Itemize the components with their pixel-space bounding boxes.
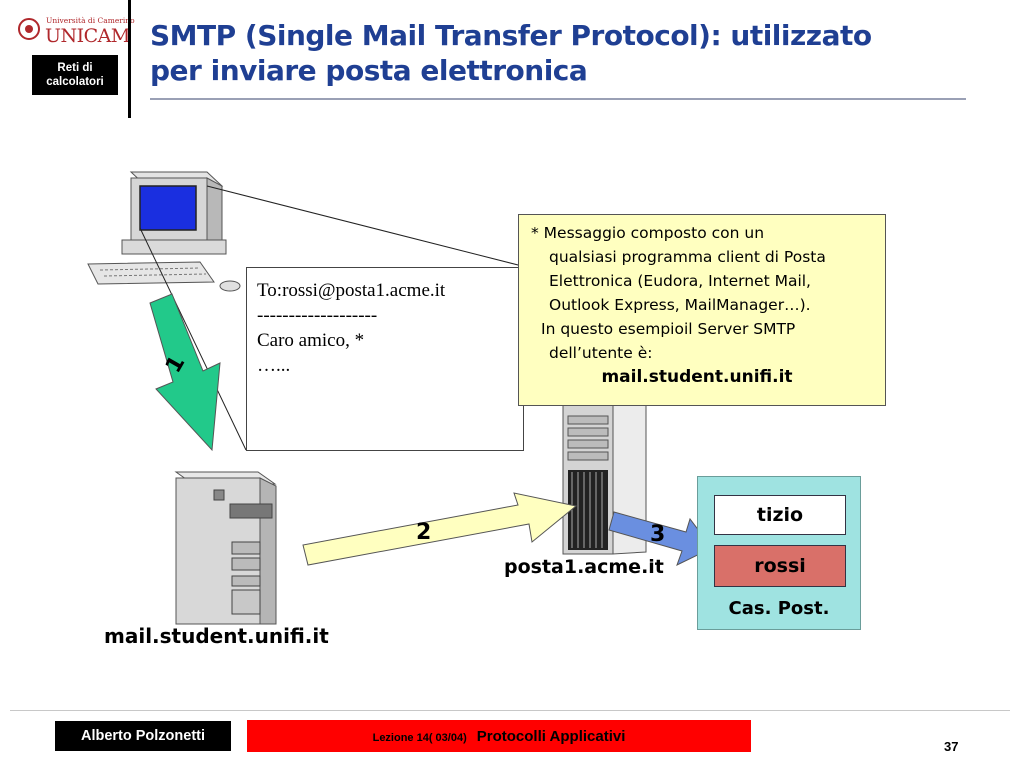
logo-university-text: Università di Camerino: [46, 16, 135, 25]
client-computer-icon: [87, 171, 241, 292]
zoom-line-top: [206, 185, 527, 268]
header-vertical-divider: [128, 0, 131, 118]
email-to-address: rossi@posta1.acme.it: [282, 280, 446, 301]
arrow-step-3-icon: [608, 511, 713, 566]
footer-author: Alberto Polzonetti: [55, 721, 231, 751]
step-2-number: 2: [416, 520, 432, 545]
course-line-1: Reti di: [57, 62, 93, 74]
slide-title-line-1: SMTP (Single Mail Transfer Protocol): ut…: [150, 19, 872, 52]
email-message-box: To:rossi@posta1.acme.it ----------------…: [246, 267, 524, 451]
title-underline: [150, 98, 966, 100]
note-server-name: mail.student.unifi.it: [601, 367, 793, 387]
note-line-6: dell’utente è:: [549, 344, 653, 362]
email-to-line: To:rossi@posta1.acme.it: [257, 278, 523, 303]
mailbox-label: Cas. Post.: [728, 598, 830, 619]
note-line-5: In questo esempioil Server SMTP: [541, 320, 796, 338]
zoom-line-bottom: [139, 227, 247, 451]
email-ellipsis: …...: [257, 355, 291, 376]
email-to-prefix: To:: [257, 280, 283, 301]
smtp-server-label: mail.student.unifi.it: [104, 624, 329, 648]
arrow-step-2-icon: [302, 492, 578, 566]
footer-divider: [10, 710, 1010, 711]
destination-server-icon: [562, 371, 647, 555]
mailbox-tizio: tizio: [714, 495, 846, 535]
email-separator: -------------------: [257, 305, 378, 326]
footer-topic: Protocolli Applicativi: [476, 727, 626, 745]
smtp-server-icon: [174, 471, 277, 625]
step-3-number: 3: [650, 522, 666, 547]
slide-title: SMTP (Single Mail Transfer Protocol): ut…: [150, 18, 1010, 88]
page-number: 37: [944, 739, 959, 754]
logo-unicam-text: UNICAM: [45, 25, 130, 47]
explanation-note: * Messaggio composto con un qualsiasi pr…: [518, 214, 886, 406]
footer-lecture-bar: Lezione 14( 03/04) Protocolli Applicativ…: [247, 720, 751, 752]
note-line-3: Elettronica (Eudora, Internet Mail,: [549, 272, 811, 290]
note-line-1: * Messaggio composto con un: [531, 224, 765, 242]
footer-lecture: Lezione 14( 03/04): [372, 732, 467, 744]
unicam-logo: Università di Camerino UNICAM: [14, 14, 135, 50]
email-greeting: Caro amico, *: [257, 330, 365, 351]
mailbox-rossi: rossi: [714, 545, 846, 587]
course-badge: Reti di calcolatori: [32, 55, 118, 95]
mailbox-panel: tizio rossi Cas. Post.: [697, 476, 861, 630]
note-line-2: qualsiasi programma client di Posta: [549, 248, 826, 266]
arrow-step-1-icon: [149, 293, 221, 452]
course-line-2: calcolatori: [46, 76, 104, 88]
destination-server-label: posta1.acme.it: [504, 556, 664, 578]
university-seal-icon: [18, 18, 40, 40]
slide-title-line-2: per inviare posta elettronica: [150, 54, 588, 87]
note-line-4: Outlook Express, MailManager…).: [549, 296, 811, 314]
